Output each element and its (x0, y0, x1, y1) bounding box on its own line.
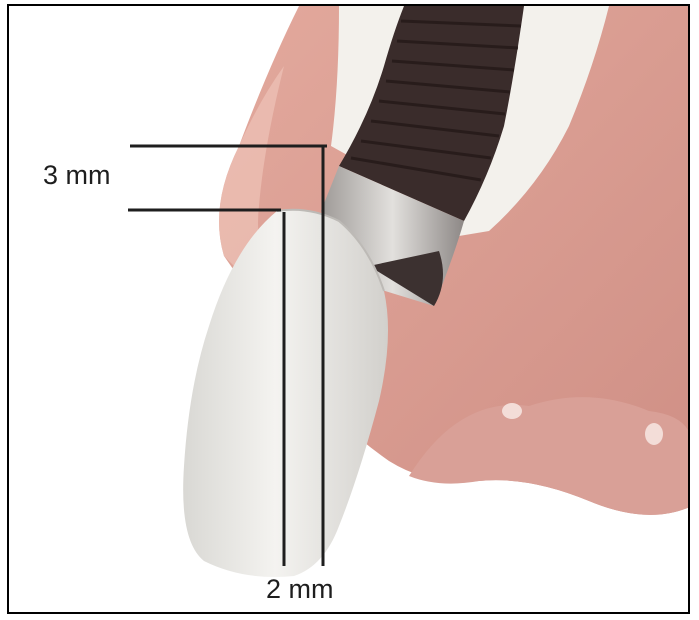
image-frame: 3 mm 2 mm (7, 4, 690, 614)
gum-spot (645, 423, 663, 445)
crown (183, 210, 388, 577)
horizontal-distance-label: 2 mm (266, 576, 334, 603)
vertical-distance-label: 3 mm (43, 162, 111, 189)
dental-implant-illustration (9, 6, 690, 614)
gum-spot (502, 403, 522, 419)
